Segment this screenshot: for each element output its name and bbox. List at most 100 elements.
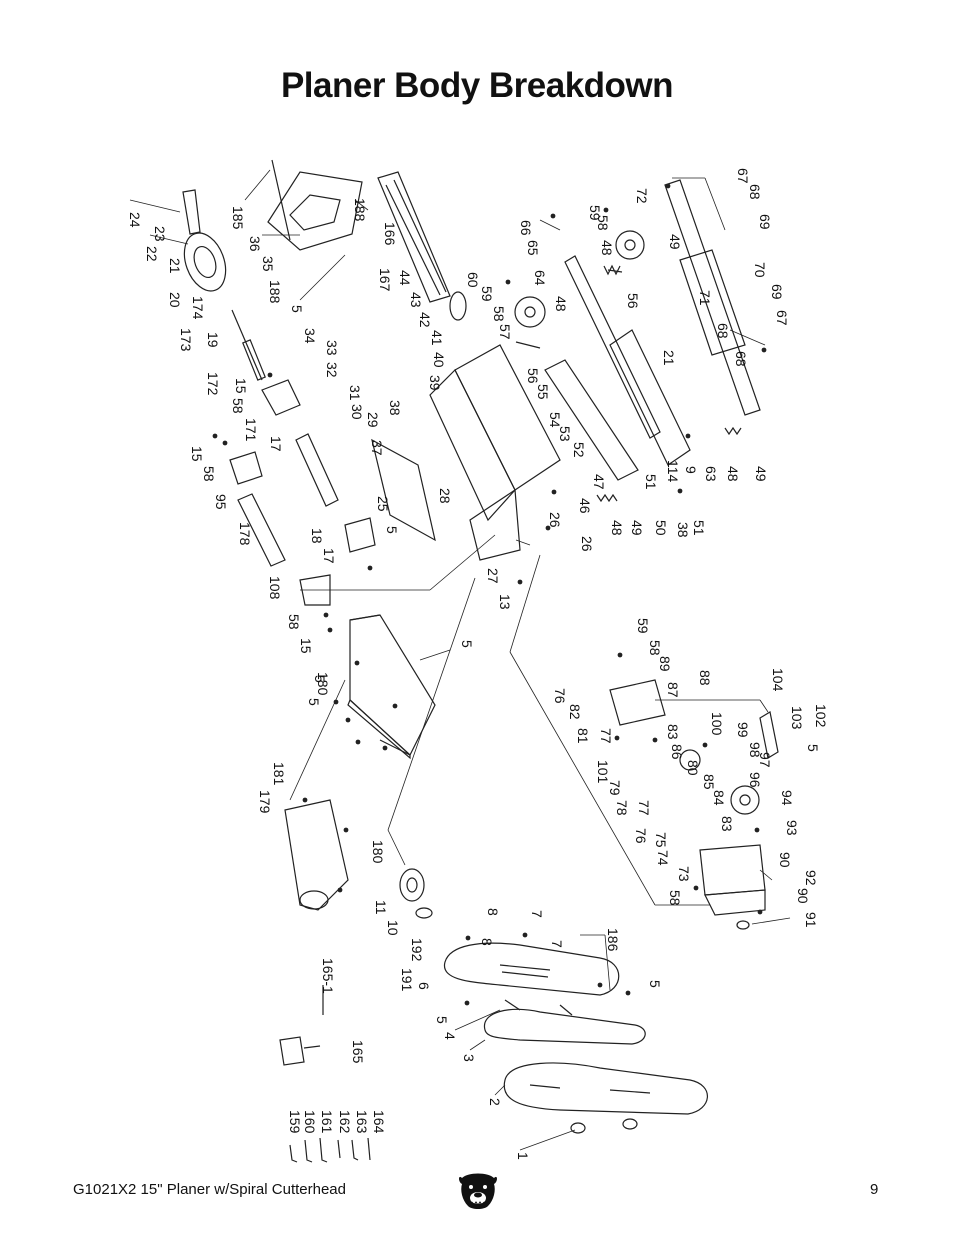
part-callout: 79 [607, 780, 623, 796]
part-callout: 58 [595, 215, 611, 231]
part-callout: 48 [725, 466, 741, 482]
part-callout: 40 [431, 352, 447, 368]
part-callout: 94 [779, 790, 795, 806]
part-callout: 30 [349, 404, 365, 420]
part-callout: 28 [437, 488, 453, 504]
part-callout: 34 [302, 328, 318, 344]
part-callout: 90 [777, 852, 793, 868]
part-callout: 17 [321, 548, 337, 564]
part-callout: 7 [549, 940, 565, 948]
part-callout: 95 [213, 494, 229, 510]
part-callout: 3 [461, 1054, 477, 1062]
part-callout: 58 [647, 640, 663, 656]
part-callout: 108 [267, 576, 283, 600]
part-callout: 77 [636, 800, 652, 816]
part-callout: 57 [497, 324, 513, 340]
part-callout: 100 [709, 712, 725, 736]
part-callout: 166 [382, 222, 398, 246]
part-callout: 59 [635, 618, 651, 634]
part-callout: 73 [676, 866, 692, 882]
belt-guard-back [443, 942, 620, 996]
part-callout: 69 [757, 214, 773, 230]
part-callout: 46 [577, 498, 593, 514]
part-callout: 74 [655, 850, 671, 866]
part-callout: 55 [535, 384, 551, 400]
part-callout: 5 [289, 305, 305, 313]
part-callout: 6 [416, 982, 432, 990]
footer-model: G1021X2 15" Planer w/Spiral Cutterhead [73, 1181, 346, 1198]
part-callout: 48 [553, 296, 569, 312]
part-callout: 68 [715, 323, 731, 339]
part-callout: 63 [703, 466, 719, 482]
part-callout: 167 [377, 268, 393, 292]
part-callout: 51 [691, 520, 707, 536]
part-callout: 48 [599, 240, 615, 256]
feed-roller [664, 179, 761, 416]
part-callout: 72 [634, 188, 650, 204]
part-callout: 5 [647, 980, 663, 988]
part-callout: 37 [369, 440, 385, 456]
part-callout: 174 [190, 296, 206, 320]
part-callout: 49 [667, 234, 683, 250]
part-callout: 181 [271, 762, 287, 786]
part-callout: 114 [665, 460, 681, 483]
part-callout: 102 [813, 704, 829, 728]
part-callout: 43 [408, 292, 424, 308]
head-casting-top [267, 171, 363, 251]
tool-handle [279, 1036, 305, 1066]
part-callout: 163 [354, 1110, 370, 1134]
part-callout: 15 [189, 446, 205, 462]
part-callout: 27 [485, 568, 501, 584]
part-callout: 192 [409, 938, 425, 962]
handwheel [183, 232, 227, 292]
part-callout: 92 [803, 870, 819, 886]
part-callout: 68 [733, 351, 749, 367]
part-callout: 23 [152, 226, 168, 242]
part-callout: 58 [201, 466, 217, 482]
part-callout: 69 [769, 284, 785, 300]
part-callout: 84 [711, 790, 727, 806]
part-callout: 5 [312, 675, 328, 683]
part-callout: 41 [429, 330, 445, 346]
part-callout: 50 [653, 520, 669, 536]
part-callout: 7 [529, 910, 545, 918]
part-callout: 160 [302, 1110, 318, 1134]
part-callout: 56 [625, 293, 641, 309]
part-callout: 58 [230, 398, 246, 414]
part-callout: 70 [752, 262, 768, 278]
part-callout: 87 [665, 682, 681, 698]
part-callout: 172 [205, 372, 221, 396]
part-callout: 26 [579, 536, 595, 552]
part-callout: 82 [567, 704, 583, 720]
part-callout: 162 [337, 1110, 353, 1134]
grizzly-bear-logo [459, 1173, 497, 1209]
gearbox-gear [730, 785, 760, 815]
part-callout: 20 [167, 292, 183, 308]
part-callout: 54 [547, 412, 563, 428]
part-callout: 78 [614, 800, 630, 816]
left-roller [295, 433, 339, 507]
part-callout: 76 [552, 688, 568, 704]
part-callout: 99 [735, 722, 751, 738]
part-callout: 58 [491, 306, 507, 322]
motor-pulley [399, 868, 425, 902]
part-callout: 26 [547, 512, 563, 528]
part-callout: 59 [479, 286, 495, 302]
part-callout: 5 [384, 526, 400, 534]
part-callout: 21 [661, 350, 677, 366]
part-callout: 22 [144, 246, 160, 262]
part-callout: 47 [591, 474, 607, 490]
part-callout: 80 [685, 760, 701, 776]
part-callout: 38 [675, 522, 691, 538]
part-callout: 90 [795, 888, 811, 904]
part-callout: 91 [803, 912, 819, 928]
part-callout: 164 [371, 1110, 387, 1134]
part-callout: 180 [315, 672, 331, 696]
part-callout: 35 [260, 256, 276, 272]
part-callout: 4 [442, 1032, 458, 1040]
part-callout: 179 [257, 790, 273, 814]
part-callout: 180 [370, 840, 386, 864]
part-callout: 83 [665, 724, 681, 740]
